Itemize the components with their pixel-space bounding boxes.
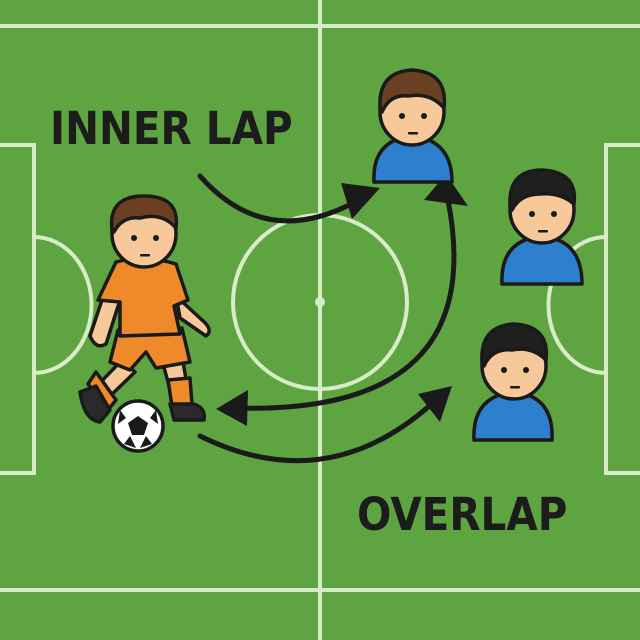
player-left-boot (78, 384, 112, 424)
teammate-top-hair (378, 68, 447, 114)
return-pass-arrow (233, 197, 457, 411)
inner-lap-arrowhead (341, 183, 380, 219)
teammate-bottom-face (501, 367, 529, 389)
right-penalty-arc (546, 235, 607, 375)
overlap-arrow (197, 395, 441, 464)
teammate-bottom (472, 322, 554, 442)
right-penalty-box (604, 143, 640, 475)
teammate-bottom-hair (480, 322, 549, 368)
left-penalty-arc (33, 235, 94, 375)
teammate-middle (500, 168, 584, 286)
player-shorts (108, 326, 192, 372)
return-arrow-top-head (424, 174, 468, 206)
teammate-middle-hair (508, 168, 577, 212)
player-right-arm (174, 294, 211, 338)
inner-lap-arrow (197, 173, 358, 224)
overlap-arrowhead (418, 386, 452, 422)
player-face (131, 235, 159, 257)
player-hair (109, 194, 179, 234)
return-arrow-left-head (216, 390, 248, 426)
center-spot (315, 297, 325, 307)
left-penalty-box (0, 143, 36, 475)
overlap-label: OVERLAP (357, 488, 568, 541)
teammate-top-face (399, 113, 427, 135)
player-right-boot (168, 402, 207, 422)
teammate-middle-face (529, 211, 557, 233)
teammate-top (372, 68, 454, 184)
inner-lap-label: INNER LAP (50, 102, 293, 155)
soccer-ball-icon (111, 399, 165, 453)
